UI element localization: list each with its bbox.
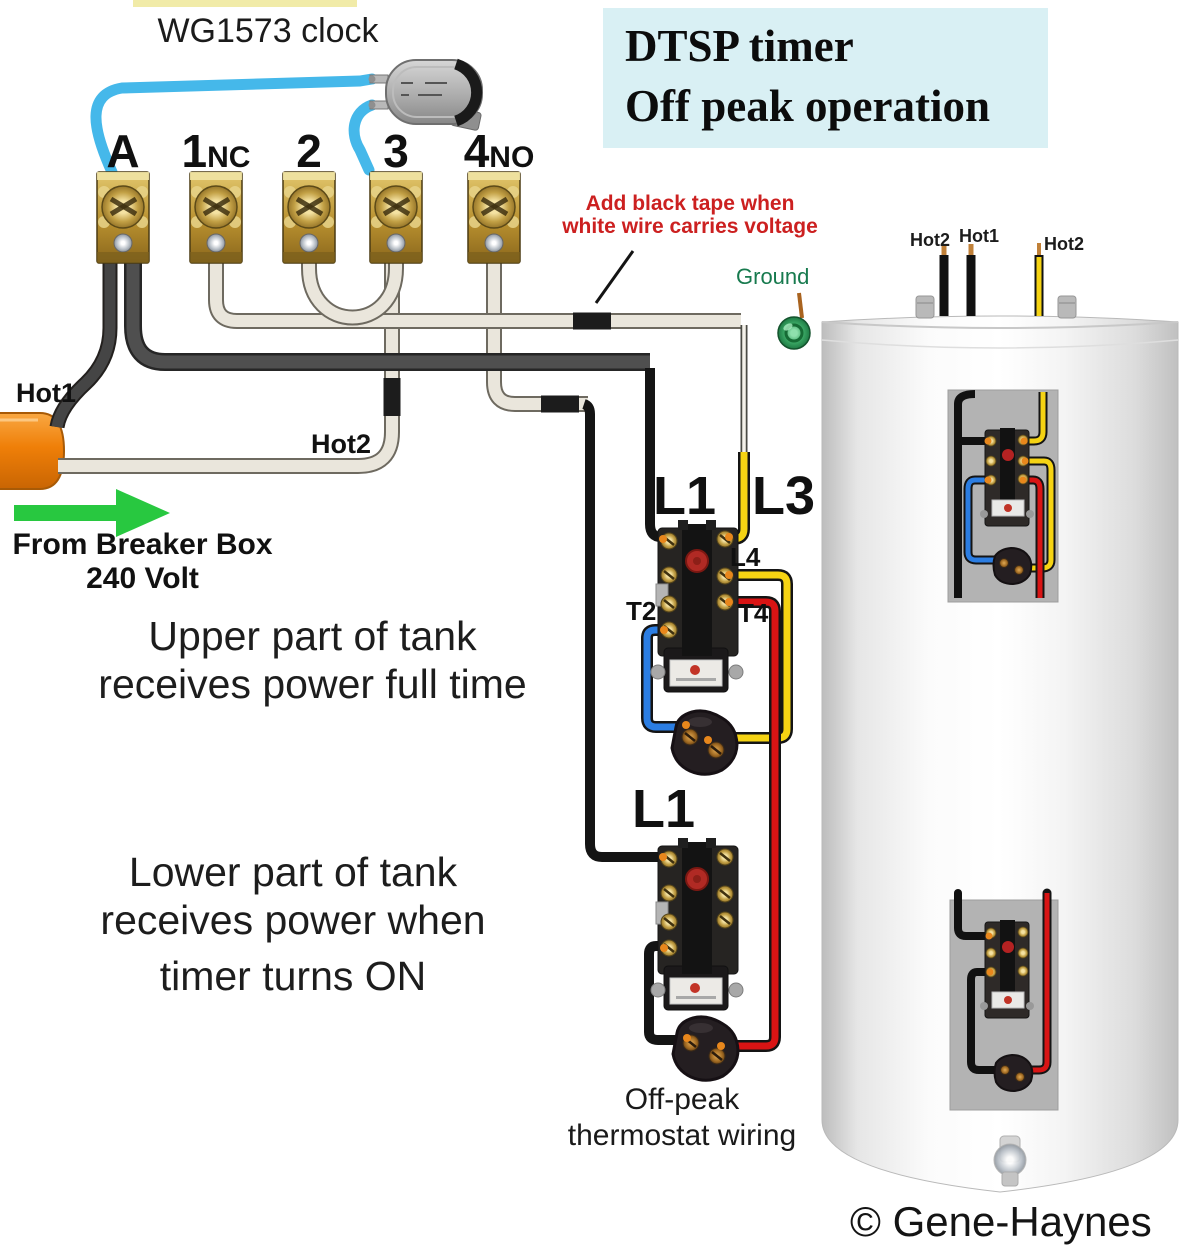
terminal-label-4NO: 4NO: [463, 125, 535, 177]
lower-tank-note: Lower part of tank receives power when t…: [100, 849, 486, 999]
terminal-label-3: 3: [383, 125, 409, 177]
upper-tank-panel: [947, 389, 1059, 603]
upper-l3-label: L3: [752, 466, 816, 526]
tape-note: Add black tape when white wire carries v…: [562, 192, 818, 238]
clock-wire-3: [348, 99, 378, 176]
terminal-label-1NC: 1NC: [181, 125, 251, 177]
wire-nubs: [659, 533, 733, 1050]
terminal-4NO: [468, 172, 520, 263]
copyright: © Gene-Haynes: [850, 1198, 1152, 1245]
tank-nipples: [915, 295, 1077, 319]
tank-hot1-label: Hot1: [959, 226, 999, 246]
tank-hot2-left-label: Hot2: [910, 230, 950, 250]
clock-motor: [368, 58, 483, 131]
hot2-wire: [58, 252, 401, 474]
hot1-wire: [49, 252, 118, 429]
jumper-loop-2-3: [301, 250, 404, 326]
t4-red-wire: [723, 596, 781, 1052]
terminal-3: [370, 172, 422, 263]
lower-element: [671, 1015, 740, 1082]
t2-label: T2: [626, 596, 657, 626]
lower-thermostat: [649, 836, 745, 1012]
terminal-A: [97, 172, 149, 263]
upper-tank-element: [992, 547, 1033, 585]
upper-l1-label: L1: [653, 466, 717, 526]
tape-pointer-line: [594, 250, 635, 304]
lower-tank-panel: [949, 888, 1059, 1111]
terminal-1NC: [190, 172, 242, 263]
breaker-arrow-icon: [14, 489, 170, 537]
ground-screw: [777, 292, 811, 350]
terminal4-white-wire: [486, 250, 588, 413]
drain-valve: [993, 1135, 1027, 1187]
terminalA-gray-wire: [124, 252, 650, 371]
terminal1-white-wire: [208, 252, 741, 330]
terminal-label-A: A: [106, 125, 140, 177]
clock-label: WG1573 clock: [157, 12, 379, 50]
lower-thermostat-element-wire: [644, 941, 690, 1045]
tank-supply-wires: [939, 243, 1044, 316]
timer-terminals: [97, 172, 520, 263]
water-heater-tank: [821, 295, 1179, 1193]
l4-yellow-wire: [712, 569, 793, 744]
l4-label: L4: [730, 542, 761, 572]
breaker-cable: [0, 412, 66, 490]
highlight-strip: [133, 0, 357, 7]
lower-tank-element: [993, 1054, 1034, 1092]
title-line2: Off peak operation: [625, 81, 990, 131]
tank-hot2-right-label: Hot2: [1044, 234, 1084, 254]
timer-to-lower-thermostat-wire: [582, 399, 666, 862]
l3-drop-wire: [726, 325, 750, 545]
title-line1: DTSP timer: [625, 21, 854, 71]
t2-blue-wire: [641, 624, 688, 733]
title-box: DTSP timer Off peak operation: [603, 8, 1048, 148]
hot1-label: Hot1: [16, 378, 76, 408]
breaker-note: From Breaker Box 240 Volt: [12, 528, 273, 595]
terminal-2: [283, 172, 335, 263]
offpeak-note: Off-peak thermostat wiring: [567, 1083, 797, 1152]
terminal-label-2: 2: [296, 125, 322, 177]
t4-label: T4: [738, 598, 769, 628]
ground-label: Ground: [736, 264, 810, 289]
lower-l1-label: L1: [632, 779, 696, 839]
upper-element: [670, 709, 739, 776]
clock-wire-a: [90, 73, 378, 178]
hot2-label: Hot2: [311, 429, 371, 459]
upper-tank-note: Upper part of tank receives power full t…: [98, 613, 527, 707]
